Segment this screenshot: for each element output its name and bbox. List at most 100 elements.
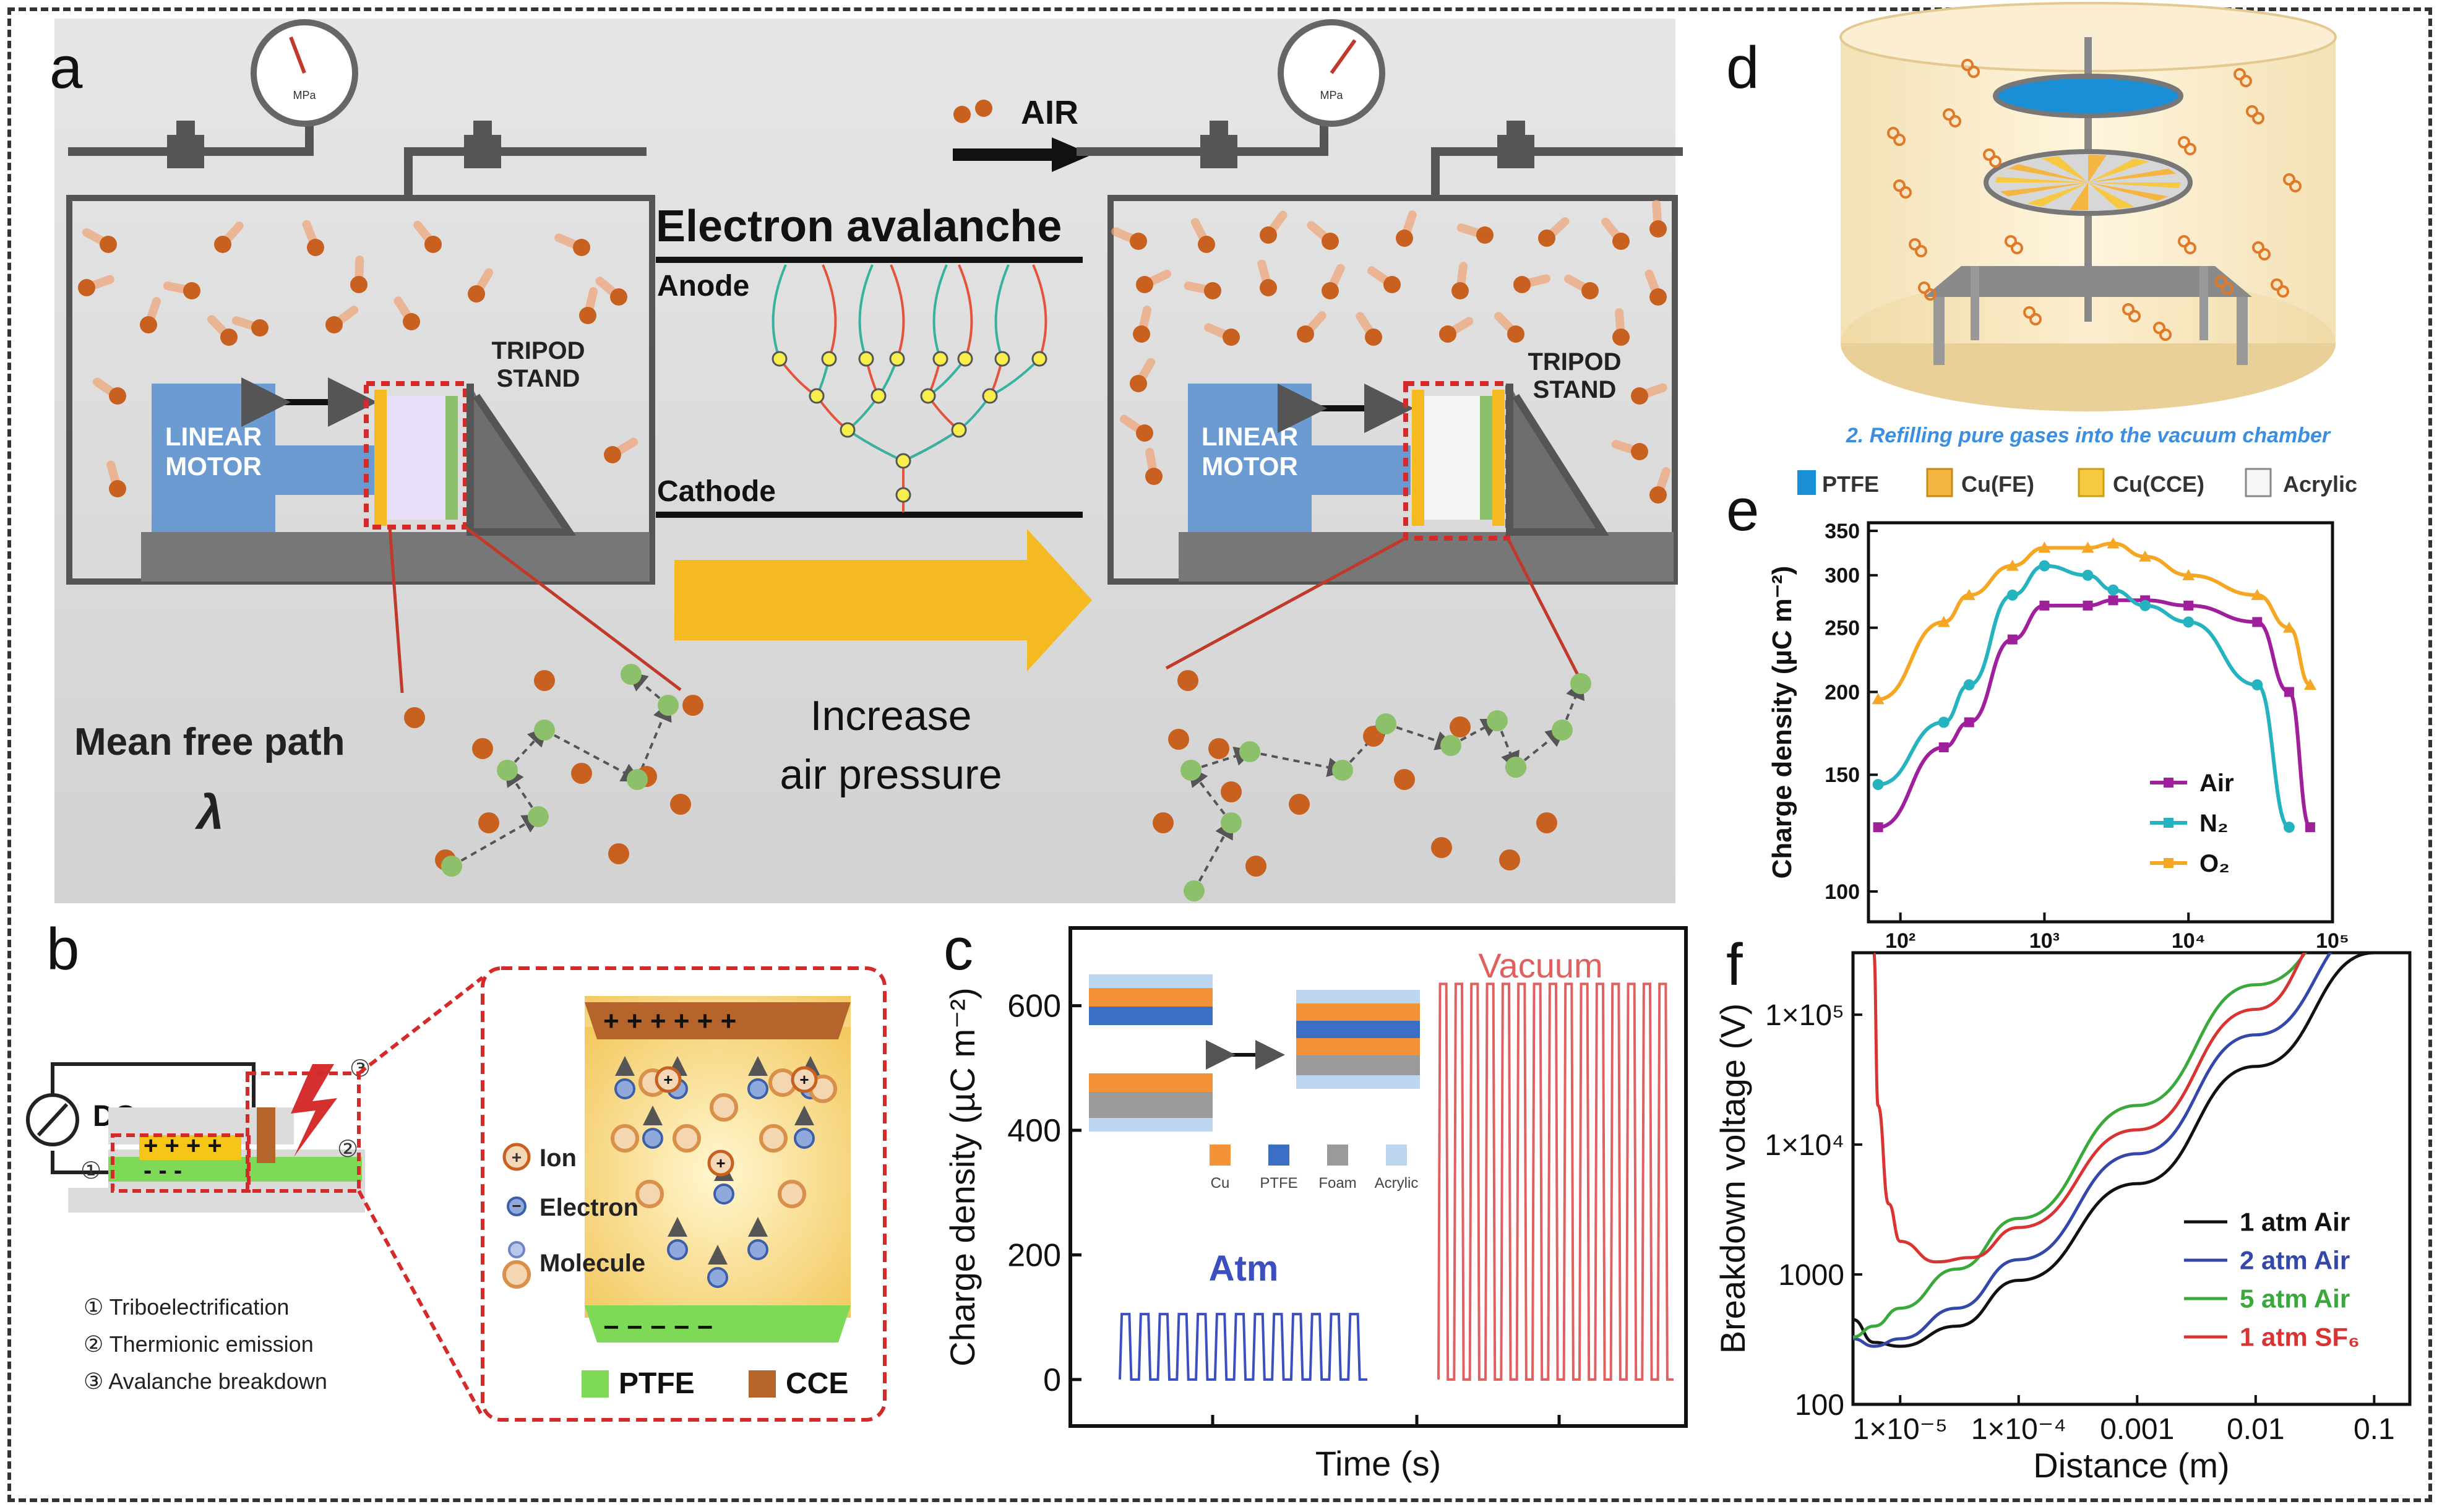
avalanche-branch <box>822 264 837 359</box>
left-tripod-stand <box>466 384 577 536</box>
lambda-symbol: λ <box>194 785 223 840</box>
chart-c-series-atm <box>1119 1313 1367 1381</box>
molecule <box>1136 424 1153 442</box>
electron <box>658 695 679 716</box>
gas-molecule <box>670 794 691 815</box>
gas-molecule <box>534 670 555 691</box>
chart-e-point <box>1872 693 1885 705</box>
avalanche-node <box>920 388 936 404</box>
molecule-label: Molecule <box>540 1250 645 1277</box>
rotor-blade <box>2008 164 2088 183</box>
rotor-blade <box>1995 177 2088 183</box>
ion-icon <box>502 1143 531 1171</box>
electron-particle <box>713 1183 734 1205</box>
gas-molecule <box>1431 837 1452 858</box>
electron <box>441 856 462 877</box>
electron-particle <box>747 1078 768 1099</box>
gas-molecule <box>682 695 703 716</box>
molecule <box>579 307 596 324</box>
gas-molecule-atom <box>2240 75 2252 87</box>
chart-e-ytick-label: 300 <box>1825 564 1860 588</box>
chart-e-point <box>2083 600 2093 611</box>
avalanche-node <box>821 351 837 367</box>
cce-legend-label: CCE <box>786 1367 848 1400</box>
inset-legend-swatch <box>1210 1145 1231 1166</box>
electron <box>1332 760 1353 781</box>
avalanche-branch <box>772 264 787 359</box>
gas-molecule-atom <box>2153 322 2165 334</box>
free-path-segment <box>1496 720 1520 772</box>
panel-b: DC + + + + - - - ③ ② ① ① Triboelectrific… <box>26 966 887 1422</box>
chart-f-legend-label: 1 atm Air <box>2240 1208 2350 1237</box>
gas-molecule <box>611 1124 639 1153</box>
right-tripod-label-2: STAND <box>1533 376 1617 403</box>
marker-1: ① <box>80 1158 101 1184</box>
chart-e-point <box>2305 822 2315 833</box>
gas-molecule-atom <box>2178 235 2190 247</box>
svg-text:+: + <box>512 1148 522 1167</box>
electron <box>1184 880 1205 901</box>
inset-legend-swatch <box>1386 1145 1407 1166</box>
molecule <box>1649 486 1667 504</box>
electron <box>1239 741 1260 762</box>
electron <box>528 806 549 827</box>
ptfe-disc <box>1993 74 2183 118</box>
molecule <box>1631 387 1648 405</box>
avalanche-branch <box>994 264 1010 359</box>
chart-e-point <box>1963 588 1976 600</box>
molecule <box>403 313 420 330</box>
gas-molecule-atom <box>2289 180 2302 192</box>
gas-molecule-atom <box>1909 238 1921 251</box>
molecule <box>1145 468 1163 485</box>
chart-f-plot-area <box>1851 951 2412 1406</box>
ptfe-swatch <box>582 1370 609 1398</box>
gas-molecule <box>404 707 425 728</box>
chart-f-series-line <box>1872 953 2306 1264</box>
chart-e-point <box>2107 584 2119 596</box>
chart-e-point <box>2082 569 2094 581</box>
legend-ptfe: PTFE <box>1822 471 1879 497</box>
electron <box>497 760 518 781</box>
gas-molecule-atom <box>2011 242 2023 254</box>
chart-e-xtick-label: 10⁵ <box>2316 929 2349 953</box>
legend-cufe-swatch <box>1926 468 1953 497</box>
gas-molecule <box>710 1093 738 1122</box>
electron <box>621 664 642 685</box>
gas-molecule <box>1499 849 1520 870</box>
circuit-wires <box>51 1062 256 1174</box>
chart-f-xtick-label: 0.001 <box>2100 1413 2174 1446</box>
ion-sign: + <box>716 1154 725 1172</box>
molecule <box>424 236 442 253</box>
avalanche-node <box>994 351 1010 367</box>
molecule <box>1631 443 1648 460</box>
chart-e-series-line <box>1878 541 2311 702</box>
molecule <box>140 316 157 333</box>
chart-e-ytick-label: 200 <box>1825 681 1860 704</box>
molecule <box>1451 282 1469 299</box>
right-tripod-label-1: TRIPOD <box>1528 348 1621 376</box>
molecule <box>214 236 231 253</box>
right-zoom-lines <box>1165 536 1586 688</box>
chart-f-ytick-label: 100 <box>1795 1389 1844 1422</box>
avalanche-node <box>809 388 825 404</box>
chart-e-point <box>2139 550 2152 562</box>
chart-e-ytick-label: 100 <box>1825 880 1860 904</box>
left-base-plate <box>141 532 650 582</box>
chart-e-point <box>2081 541 2094 553</box>
molecule <box>1130 375 1147 392</box>
gas-molecule <box>608 843 629 864</box>
chart-e-point <box>2283 822 2295 833</box>
gas-molecule <box>1394 769 1415 790</box>
chart-e-legend-label: Air <box>2199 770 2234 797</box>
chart-e-point <box>1963 679 1975 690</box>
inset-legend-label: Cu <box>1211 1175 1230 1192</box>
rotor-blade <box>2088 183 2181 188</box>
molecule <box>1612 233 1630 250</box>
gas-molecule <box>759 1124 788 1153</box>
electrode-strip <box>139 1135 241 1160</box>
gas-molecule-atom <box>2221 282 2233 294</box>
chart-f-ytick-label: 1000 <box>1778 1259 1844 1292</box>
molecule <box>468 285 485 303</box>
avalanche-node <box>951 422 967 438</box>
